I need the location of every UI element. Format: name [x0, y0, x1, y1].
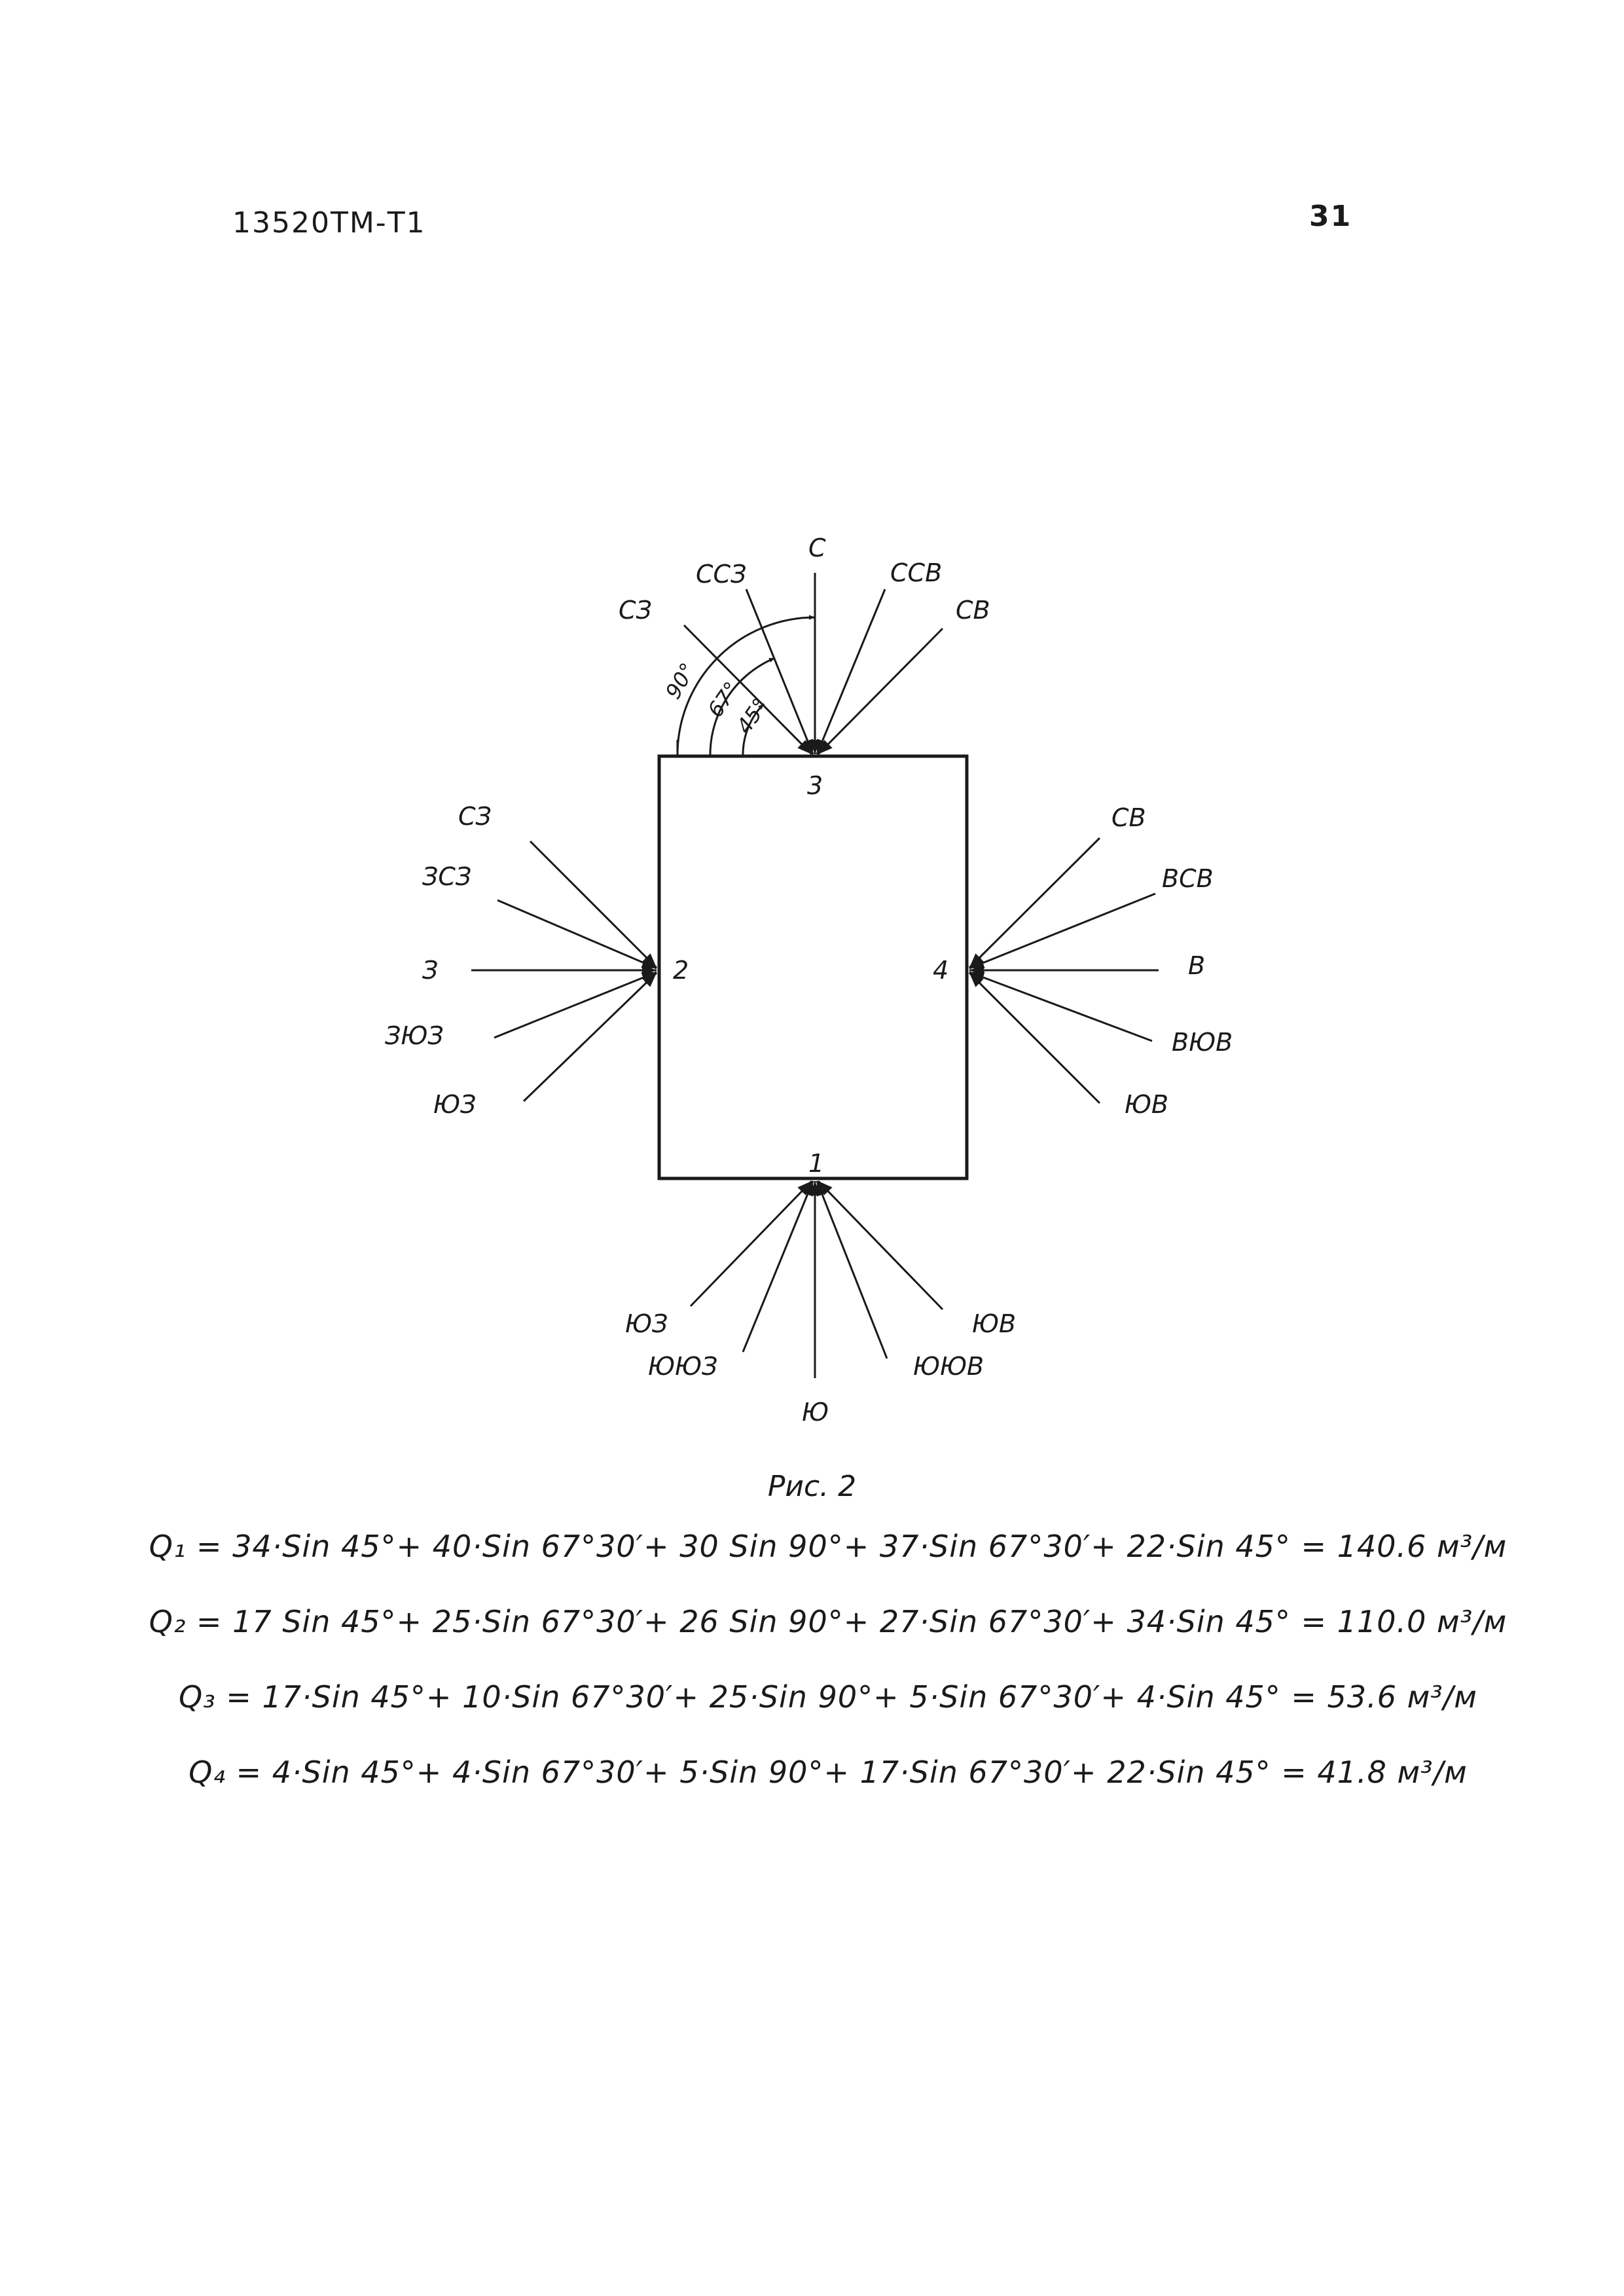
building-rectangle	[657, 754, 969, 1180]
formula-q3: Q₃ = 17·Sin 45°+ 10·Sin 67°30′+ 25·Sin 9…	[179, 1679, 1477, 1715]
arrow-top-nnw	[745, 589, 814, 755]
label-left-sw: ЮЗ	[433, 1090, 476, 1119]
arrow-right-ene	[969, 892, 1156, 970]
label-top-n: С	[808, 534, 826, 562]
label-left-nw: СЗ	[458, 802, 492, 831]
label-left-w: З	[422, 956, 438, 985]
label-right-ene: ВСВ	[1162, 864, 1214, 893]
arrow-right-se	[968, 972, 1101, 1104]
label-left-wnw: ЗСЗ	[422, 862, 471, 891]
arrow-left-wnw	[497, 899, 657, 970]
angle-arc-90	[676, 615, 816, 756]
label-right-ese: ВЮВ	[1172, 1028, 1233, 1057]
label-left-wsw: ЗЮЗ	[385, 1021, 444, 1050]
angle-arc-67	[709, 657, 776, 756]
point-label-4: 4	[933, 956, 948, 985]
arrow-bottom-ssw	[742, 1180, 814, 1353]
arrow-top-ne	[817, 627, 944, 756]
arrow-bottom-se	[817, 1180, 944, 1311]
arrow-left-wsw	[494, 971, 657, 1039]
label-bottom-sw: ЮЗ	[625, 1309, 668, 1338]
angle-arc-45	[742, 702, 765, 756]
arrow-top-nw	[683, 624, 813, 756]
point-label-3: 3	[807, 771, 823, 800]
label-top-nnw: ССЗ	[696, 560, 746, 589]
arrow-left-sw	[522, 972, 658, 1102]
point-label-1: 1	[808, 1149, 824, 1178]
label-right-se: ЮВ	[1125, 1090, 1168, 1119]
label-bottom-ssw: ЮЮЗ	[648, 1352, 717, 1381]
arrow-bottom-sw	[689, 1180, 813, 1307]
arrow-right-ne	[968, 837, 1101, 969]
label-top-nw: СЗ	[619, 596, 652, 625]
document-code: 13520ТМ-Т1	[232, 206, 426, 240]
figure-caption: Рис. 2	[767, 1470, 857, 1503]
label-right-ne: СВ	[1111, 803, 1146, 832]
label-top-nne: ССВ	[890, 558, 942, 587]
angle-label-90: 90°	[660, 659, 700, 703]
arrow-top-nne	[816, 589, 886, 755]
arrow-right-ese	[969, 971, 1153, 1042]
point-label-2: 2	[673, 956, 689, 985]
label-right-e: В	[1188, 951, 1205, 980]
label-bottom-s: Ю	[802, 1398, 829, 1427]
page-number: 31	[1309, 200, 1352, 233]
formula-q2: Q₂ = 17 Sin 45°+ 25·Sin 67°30′+ 26 Sin 9…	[149, 1604, 1507, 1639]
arrow-bottom-sse	[816, 1180, 888, 1359]
label-bottom-sse: ЮЮВ	[913, 1352, 984, 1381]
label-top-ne: СВ	[956, 596, 990, 625]
formula-q4: Q₄ = 4·Sin 45°+ 4·Sin 67°30′+ 5·Sin 90°+…	[189, 1755, 1468, 1790]
label-bottom-se: ЮВ	[972, 1309, 1016, 1338]
arrow-left-nw	[529, 840, 658, 969]
formula-q1: Q₁ = 34·Sin 45°+ 40·Sin 67°30′+ 30 Sin 9…	[149, 1529, 1507, 1564]
